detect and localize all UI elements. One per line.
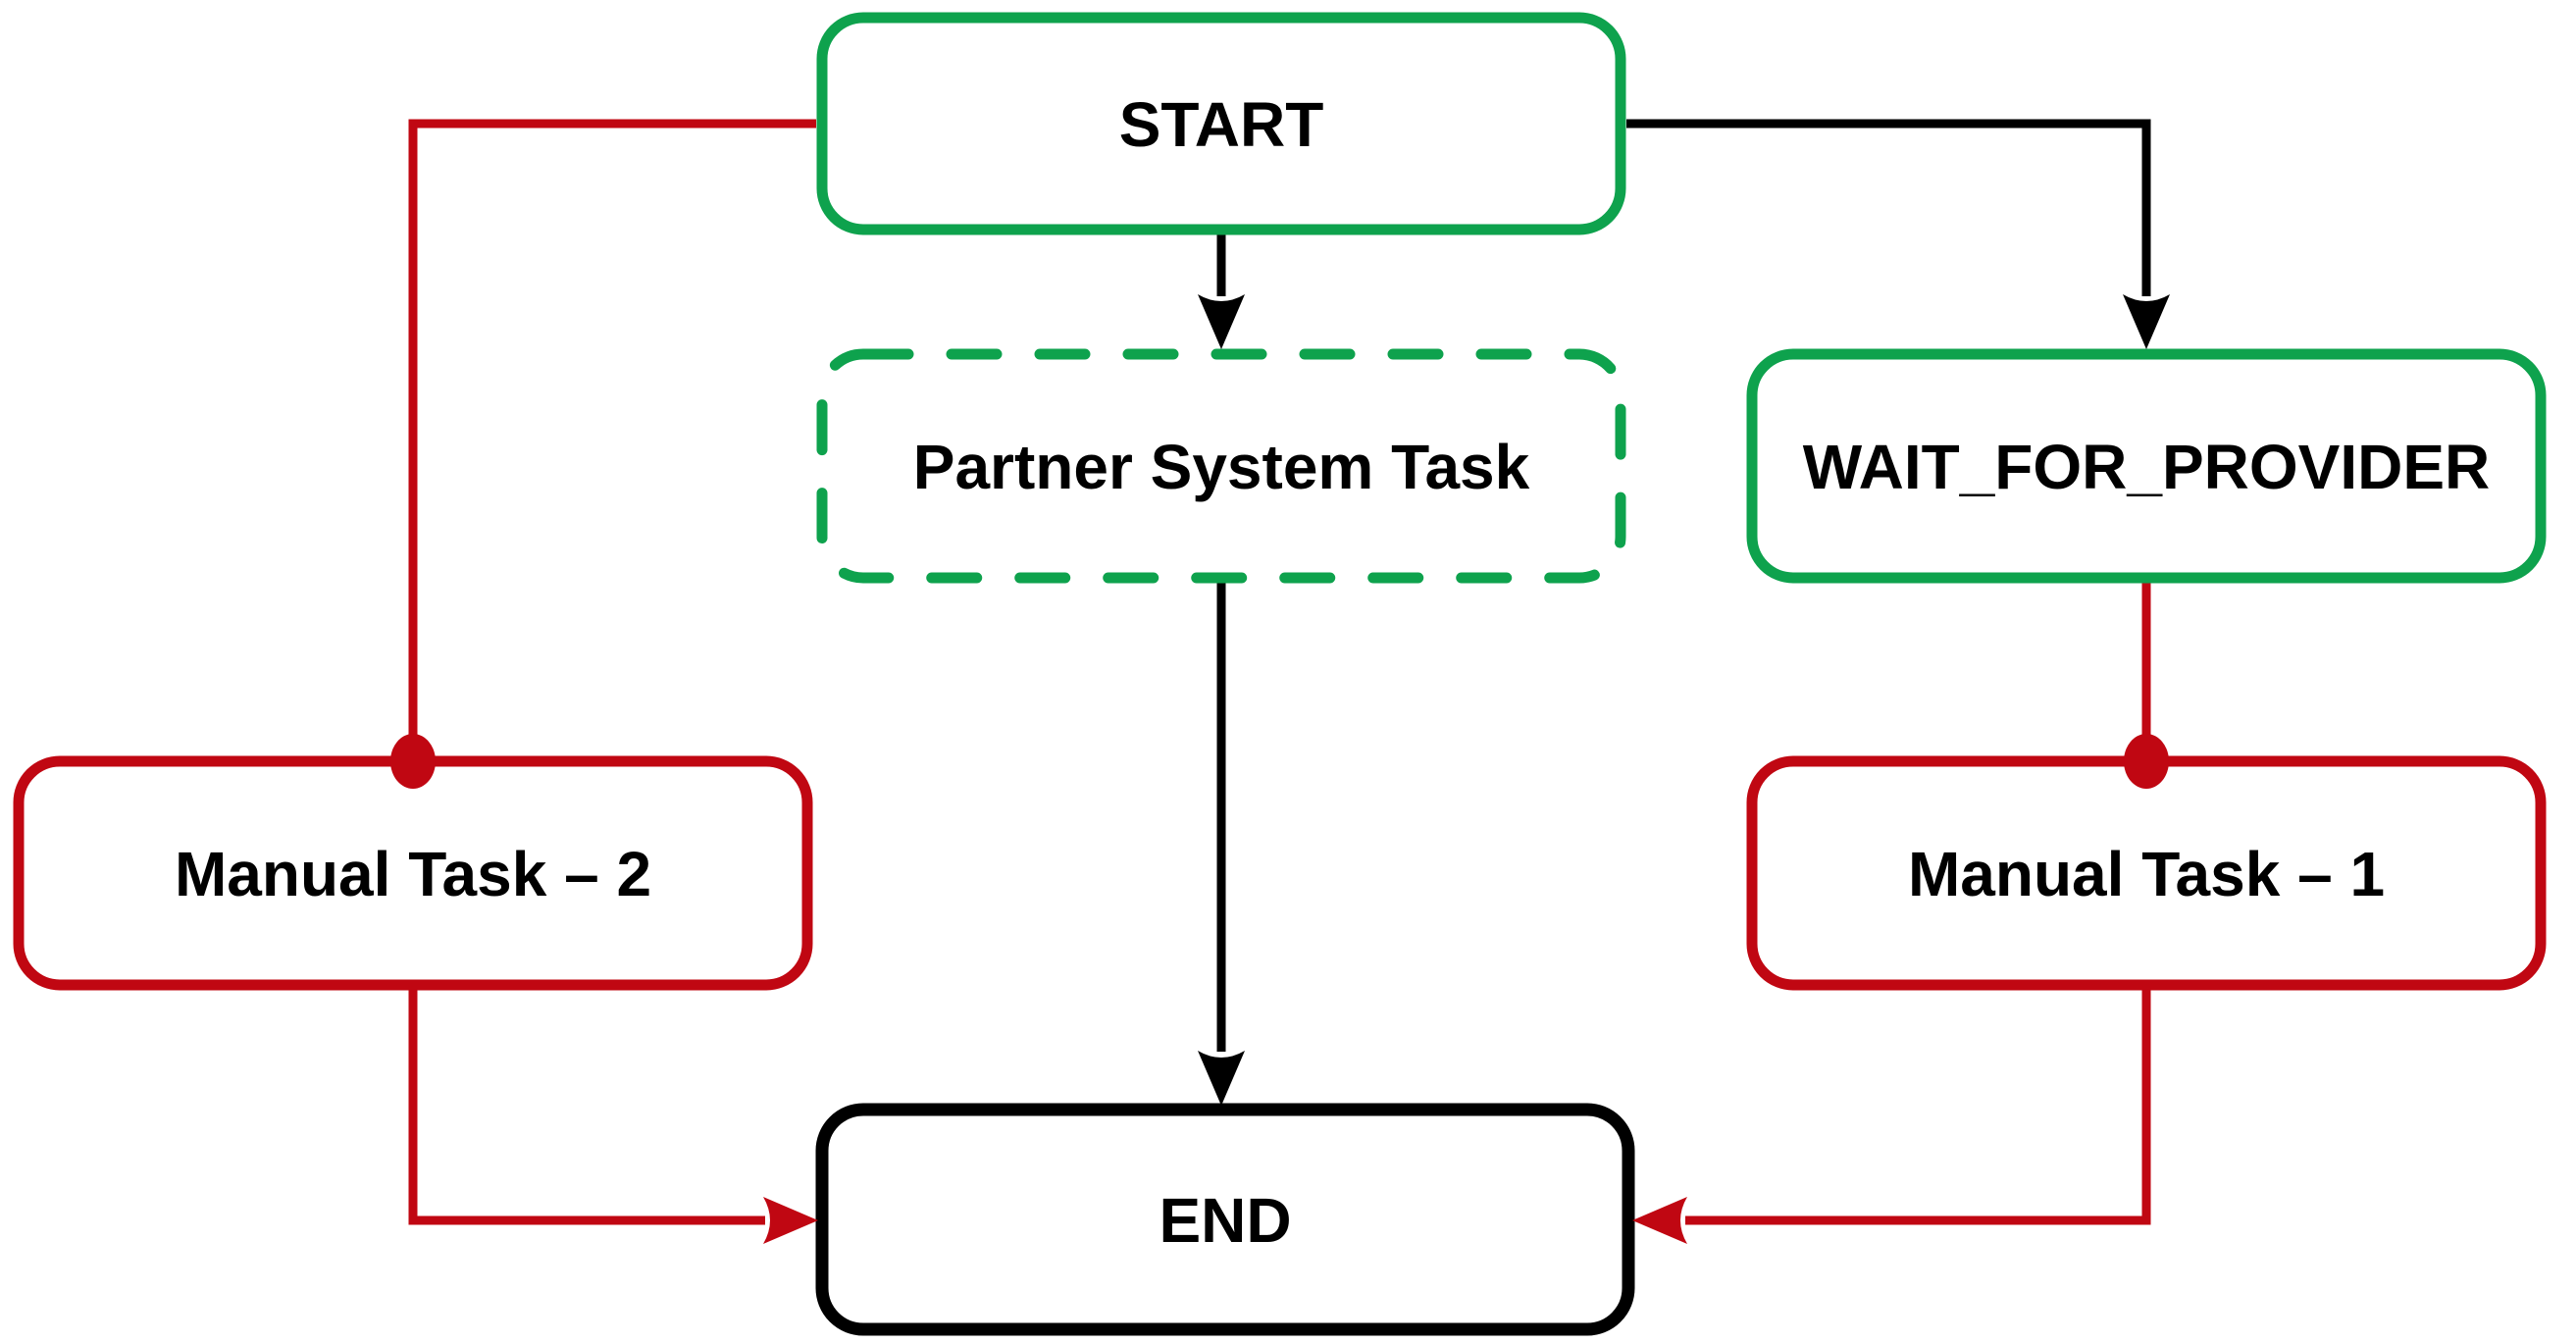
node-manual-task-1: Manual Task – 1 xyxy=(1746,755,2547,991)
node-start-label: START xyxy=(1119,89,1324,160)
arrowhead-into-partner-system-task xyxy=(1198,294,1245,349)
node-partner-system-task-box xyxy=(816,348,1626,584)
arrowhead-into-end-top xyxy=(1198,1051,1245,1106)
arrowhead-into-end-right xyxy=(1632,1197,1687,1244)
node-manual-task-1-label: Manual Task – 1 xyxy=(1908,839,2385,909)
edge-start-to-manual-task-2 xyxy=(408,119,816,761)
node-wait-for-provider: WAIT_FOR_PROVIDER xyxy=(1746,348,2547,584)
node-partner-system-task-label: Partner System Task xyxy=(913,432,1530,502)
node-manual-task-2: Manual Task – 2 xyxy=(13,755,813,991)
node-end-box xyxy=(815,1103,1635,1336)
junction-dot-manual-task-2 xyxy=(390,734,436,789)
node-start-box xyxy=(816,12,1626,235)
edge-markers xyxy=(390,294,2170,1244)
node-partner-system-task: Partner System Task xyxy=(816,348,1626,584)
edge-start-to-wait-for-provider xyxy=(1626,119,2151,296)
node-wait-for-provider-box xyxy=(1746,348,2547,584)
edges xyxy=(408,119,2151,1225)
node-start: START xyxy=(816,12,1626,235)
node-end: END xyxy=(815,1103,1635,1336)
node-manual-task-2-label: Manual Task – 2 xyxy=(175,839,651,909)
arrowhead-into-wait-for-provider xyxy=(2123,294,2170,349)
edge-manual-task-2-to-end xyxy=(408,989,765,1225)
node-end-label: END xyxy=(1159,1185,1291,1256)
node-wait-for-provider-label: WAIT_FOR_PROVIDER xyxy=(1803,432,2491,502)
arrowhead-into-end-left xyxy=(763,1197,818,1244)
junction-dot-manual-task-1 xyxy=(2124,734,2169,789)
edge-manual-task-1-to-end xyxy=(1685,989,2151,1225)
